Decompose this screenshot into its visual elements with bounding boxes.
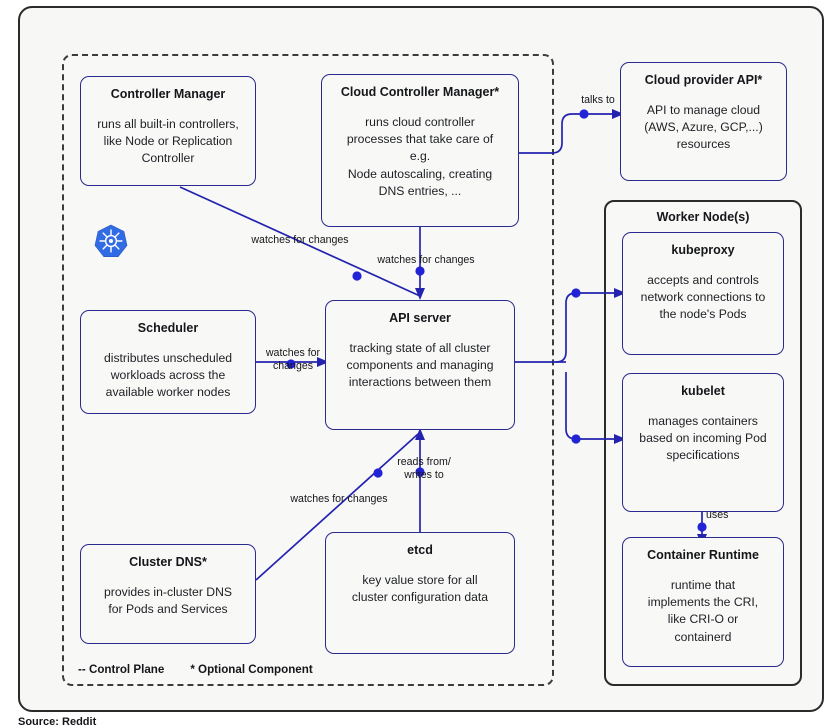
- node-controller-manager[interactable]: Controller Manager runs all built-in con…: [80, 76, 256, 186]
- node-api-server-title: API server: [389, 311, 451, 325]
- node-api-server-desc: tracking state of all cluster components…: [346, 340, 494, 390]
- node-cloud-provider-api-title: Cloud provider API*: [644, 73, 763, 87]
- node-cloud-controller-manager[interactable]: Cloud Controller Manager* runs cloud con…: [321, 74, 519, 227]
- legend-control-plane: -- Control Plane: [78, 663, 165, 676]
- node-etcd-desc: key value store for all cluster configur…: [351, 572, 489, 604]
- node-scheduler[interactable]: Scheduler distributes unscheduled worklo…: [80, 310, 256, 414]
- worker-node-title: Worker Node(s): [656, 210, 750, 224]
- edge-label-scheduler-watches: watches for changes: [265, 347, 321, 372]
- node-cluster-dns-desc: provides in-cluster DNS for Pods and Ser…: [103, 584, 232, 616]
- node-cloud-controller-manager-desc: runs cloud controller processes that tak…: [346, 114, 494, 198]
- edge-label-talks-to: talks to: [581, 94, 615, 106]
- edge-label-ccm-watches: watches for changes: [377, 254, 475, 266]
- node-cluster-dns[interactable]: Cluster DNS* provides in-cluster DNS for…: [80, 544, 256, 644]
- node-kubelet-desc: manages containers based on incoming Pod…: [639, 413, 767, 463]
- legend: -- Control Plane * Optional Component: [78, 663, 313, 676]
- node-scheduler-title: Scheduler: [137, 321, 199, 335]
- node-kubeproxy[interactable]: kubeproxy accepts and controls network c…: [622, 232, 784, 355]
- node-cloud-provider-api[interactable]: Cloud provider API* API to manage cloud …: [620, 62, 787, 181]
- node-cloud-controller-manager-title: Cloud Controller Manager*: [340, 85, 500, 99]
- node-container-runtime-title: Container Runtime: [647, 548, 759, 562]
- edge-label-uses: uses: [706, 509, 729, 521]
- node-etcd[interactable]: etcd key value store for all cluster con…: [325, 532, 515, 654]
- node-cluster-dns-title: Cluster DNS*: [129, 555, 207, 569]
- node-cloud-provider-api-desc: API to manage cloud (AWS, Azure, GCP,...…: [644, 102, 763, 152]
- node-scheduler-desc: distributes unscheduled workloads across…: [103, 350, 233, 400]
- node-api-server[interactable]: API server tracking state of all cluster…: [325, 300, 515, 430]
- legend-optional-component: * Optional Component: [190, 663, 313, 676]
- node-kubeproxy-title: kubeproxy: [671, 243, 735, 257]
- edge-label-cluster-dns-watches: watches for changes: [290, 493, 388, 505]
- node-kubelet-title: kubelet: [681, 384, 725, 398]
- node-kubelet[interactable]: kubelet manages containers based on inco…: [622, 373, 784, 512]
- node-etcd-title: etcd: [407, 543, 433, 557]
- edge-label-controller-manager-watches: watches for changes: [251, 234, 349, 246]
- node-controller-manager-title: Controller Manager: [110, 87, 226, 101]
- edge-label-etcd-reads-writes: reads from/ writes to: [397, 456, 451, 481]
- node-controller-manager-desc: runs all built-in controllers, like Node…: [97, 116, 239, 166]
- source-note: Source: Reddit: [18, 716, 97, 726]
- kubernetes-logo-icon: [94, 224, 128, 258]
- node-container-runtime-desc: runtime that implements the CRI, like CR…: [647, 577, 759, 644]
- node-container-runtime[interactable]: Container Runtime runtime that implement…: [622, 537, 784, 667]
- node-kubeproxy-desc: accepts and controls network connections…: [640, 272, 766, 322]
